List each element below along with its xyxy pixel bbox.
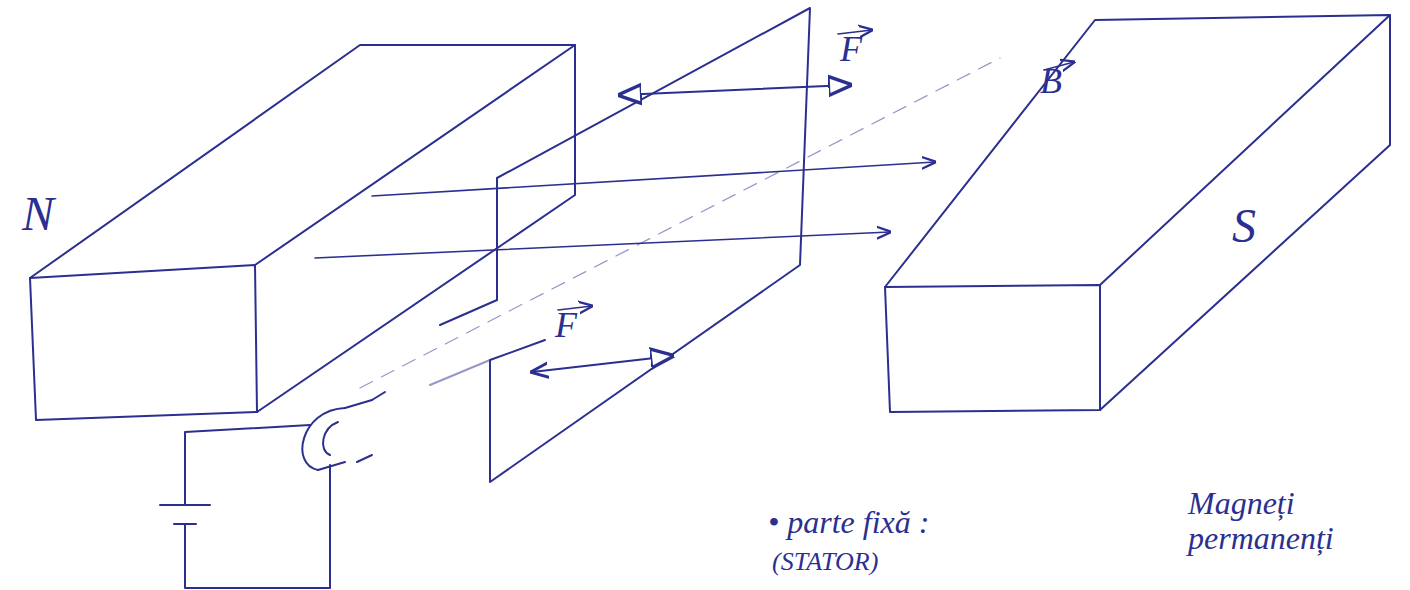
force-arrow xyxy=(620,85,850,95)
note-text: • parte fixă : xyxy=(768,505,929,540)
battery-circuit xyxy=(160,425,330,588)
field-line xyxy=(315,232,890,258)
field-line xyxy=(372,162,935,196)
note-text: Magneți permanenți xyxy=(1188,486,1388,556)
pole-label: S xyxy=(1232,200,1256,253)
force-arrow xyxy=(532,356,672,372)
south-magnet xyxy=(885,15,1390,412)
coil-loop xyxy=(430,8,810,482)
rotation-axis xyxy=(360,58,1000,388)
commutator xyxy=(302,392,385,470)
north-magnet xyxy=(30,45,575,420)
field-label: B xyxy=(1040,62,1062,102)
pole-label: N xyxy=(22,188,54,241)
note-text: (STATOR) xyxy=(772,548,878,577)
force-label: F xyxy=(840,30,862,70)
force-label: F xyxy=(555,306,577,346)
